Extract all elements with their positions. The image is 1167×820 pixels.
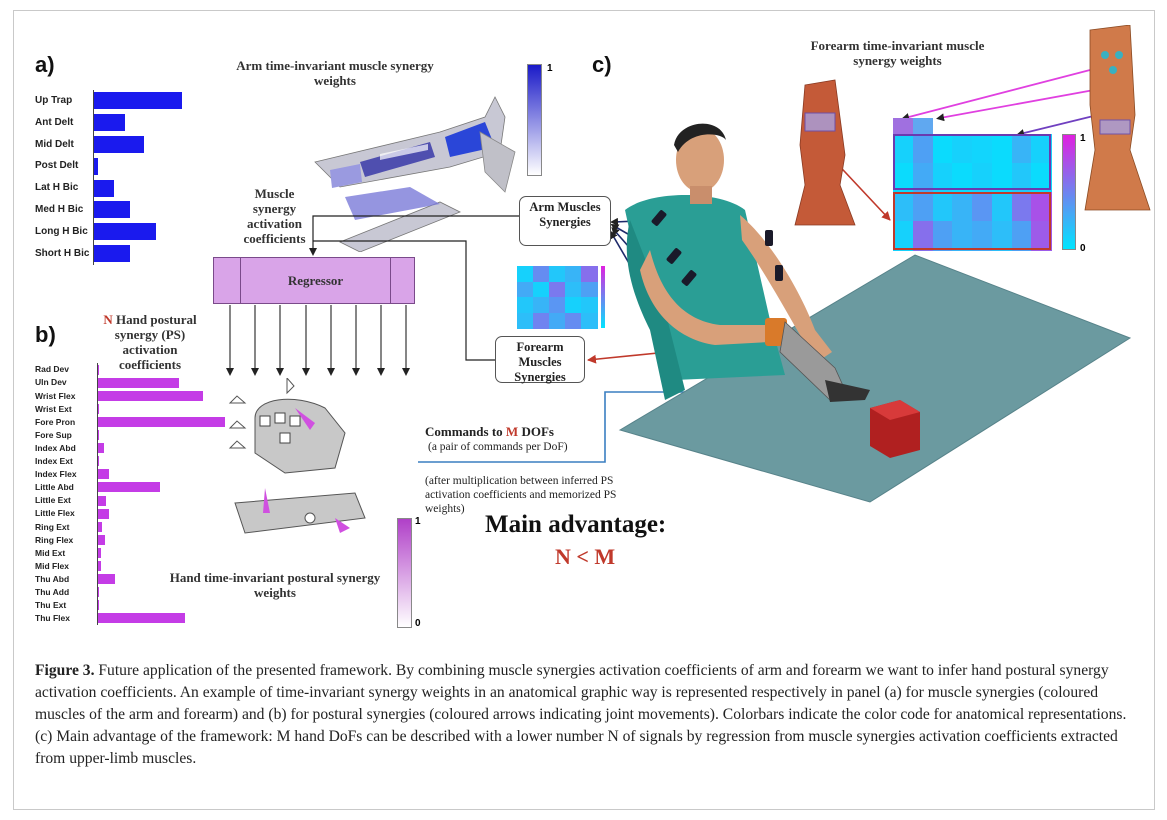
bar-label: Little Flex [35,508,75,518]
commands-title: Commands to M DOFs [425,424,554,440]
bar [98,600,99,610]
small-heatmap-cell [581,313,598,329]
small-matrix-colorbar [601,266,605,328]
small-heatmap-cell [533,297,550,313]
bar-label: Thu Add [35,587,69,597]
bar-label: Mid Ext [35,548,65,558]
forearm-heatmap-top-frame [893,134,1051,190]
commands-suffix: DOFs [518,424,554,439]
small-heatmap-cell [533,266,550,282]
bar-label: Thu Ext [35,600,66,610]
bar-label: Wrist Ext [35,404,72,414]
commands-after: (after multiplication between inferred P… [425,474,635,516]
hand-colorbar-max: 1 [415,516,421,527]
forearm-colorbar [1062,134,1076,250]
bar [98,574,115,584]
main-advantage-title: Main advantage: [485,511,666,539]
hand-colorbar-min: 0 [415,618,421,629]
bar-label: Index Flex [35,469,77,479]
bar [98,587,99,597]
bar-label: Uln Dev [35,377,67,387]
bar-label: Index Abd [35,443,76,453]
commands-m: M [506,424,518,439]
forearm-anatomy-left [785,75,875,230]
forearm-colorbar-max: 1 [1080,133,1086,144]
caption-label: Figure 3. [35,662,94,679]
hand-chart-axis [97,363,98,625]
bar [98,535,105,545]
bar [98,509,109,519]
forearm-colorbar-min: 0 [1080,243,1086,254]
caption-text: Future application of the presented fram… [35,662,1126,767]
small-heatmap-cell [517,313,534,329]
bar-label: Ring Ext [35,522,69,532]
forearm-heatmap-bottom-frame [893,192,1051,250]
small-heatmap-cell [565,297,582,313]
heatmap-top-cell [893,118,913,134]
main-advantage-formula: N < M [555,544,615,570]
small-heatmap-cell [565,266,582,282]
bar [98,469,109,479]
bar [98,430,99,440]
bar [98,443,104,453]
heatmap-top-cell [913,118,933,134]
forearm-muscles-synergies-box: Forearm Muscles Synergies [495,336,585,383]
small-heatmap-cell [549,297,566,313]
bar-label: Index Ext [35,456,73,466]
bar-label: Thu Abd [35,574,69,584]
bar [98,417,225,427]
bar-label: Thu Flex [35,613,70,623]
bar-label: Fore Pron [35,417,75,427]
small-heatmap-cell [517,266,534,282]
small-heatmap-cell [517,282,534,298]
small-heatmap-cell [581,266,598,282]
hand-ps-n: N [103,312,112,327]
figure-caption: Figure 3. Future application of the pres… [35,660,1135,770]
small-heatmap-cell [565,313,582,329]
bar [98,522,102,532]
small-heatmap-cell [581,297,598,313]
commands-prefix: Commands to [425,424,506,439]
bar-label: Fore Sup [35,430,72,440]
hand-illustration [225,378,375,553]
hand-colorbar [397,518,412,628]
bar-label: Little Ext [35,495,71,505]
small-heatmap-cell [549,266,566,282]
hand-weights-title: Hand time-invariant postural synergy wei… [165,570,385,600]
bar [98,613,185,623]
arm-muscles-synergies-box: Arm Muscles Synergies [519,196,611,246]
bar [98,365,99,375]
small-heatmap-cell [581,282,598,298]
bar [98,548,101,558]
commands-sub: (a pair of commands per DoF) [428,441,568,453]
bar [98,561,101,571]
bar [98,378,179,388]
bar [98,456,99,466]
bar-label: Ring Flex [35,535,73,545]
forearm-weights-heatmap [893,118,1058,256]
bar-label: Wrist Flex [35,391,75,401]
small-heatmap-cell [533,313,550,329]
small-heatmap-cell [533,282,550,298]
small-heatmap-cell [549,282,566,298]
bar-label: Rad Dev [35,364,69,374]
bar [98,391,203,401]
small-heatmap-cell [565,282,582,298]
bar-label: Mid Flex [35,561,69,571]
small-heatmap-cell [549,313,566,329]
forearm-anatomy-right [1075,25,1155,215]
small-heatmap-cell [517,297,534,313]
bar [98,404,99,414]
small-synergy-matrix [517,266,605,328]
bar [98,496,106,506]
forearm-weights-title: Forearm time-invariant muscle synergy we… [800,38,995,68]
bar-label: Little Abd [35,482,74,492]
bar [98,482,160,492]
